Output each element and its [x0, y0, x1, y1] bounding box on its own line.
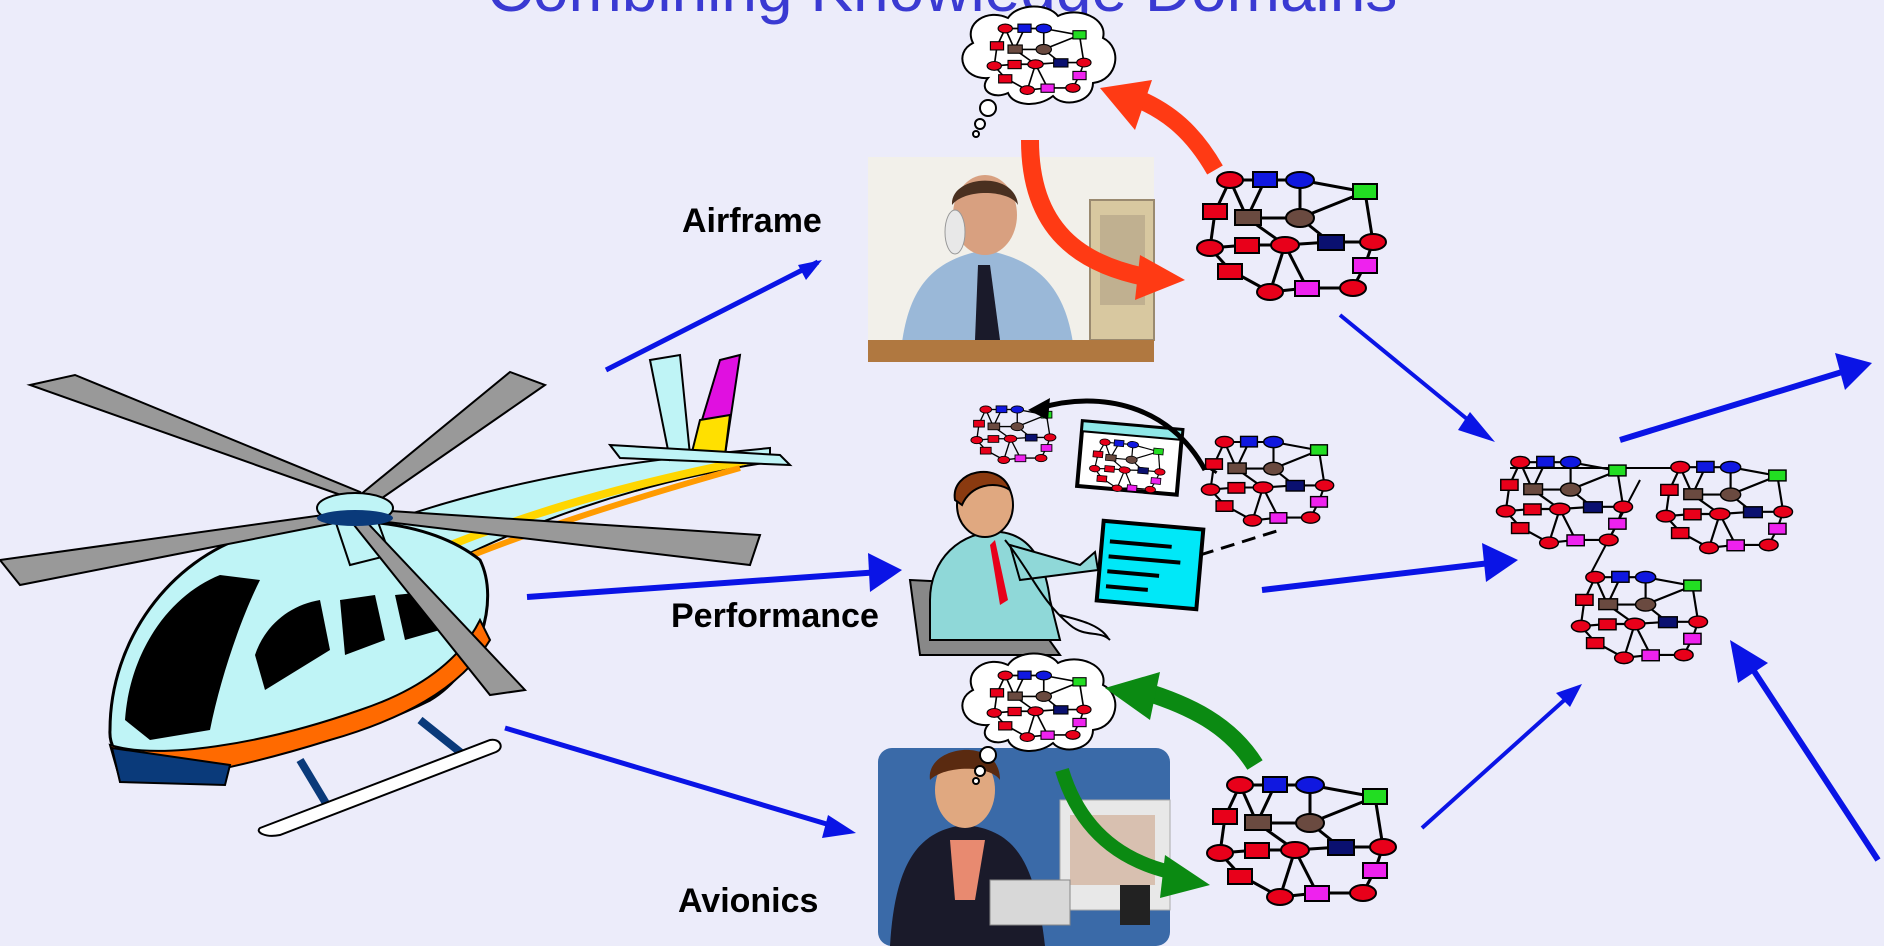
- arrow-avionics-to-combined: [1420, 684, 1582, 830]
- avionics-knowledge-graph: [1205, 775, 1398, 907]
- arrow-to-avionics: [504, 725, 856, 838]
- green-arrowhead-up: [1105, 672, 1160, 720]
- black-arrowhead: [1028, 398, 1050, 420]
- performance-knowledge-graph: [1200, 435, 1335, 528]
- airframe-knowledge-graph: [1195, 170, 1388, 302]
- red-arrow-down: [1021, 139, 1152, 287]
- label-performance: Performance: [671, 597, 879, 635]
- black-arrow: [1039, 398, 1208, 472]
- thought-bubble-icon-airframe: [962, 6, 1115, 137]
- red-arrowhead-up: [1100, 80, 1152, 130]
- arrow-combined-out: [1619, 353, 1872, 443]
- helicopter-illustration: [0, 353, 793, 837]
- combined-knowledge-graph: [1495, 455, 1794, 665]
- red-arrowhead-down: [1135, 255, 1185, 300]
- arrow-to-performance: [526, 553, 902, 600]
- green-arrow-up: [1137, 681, 1263, 770]
- label-avionics: Avionics: [678, 882, 819, 920]
- engineer-at-computer-clipart: [908, 419, 1281, 656]
- slide-title: Combining Knowledge Domains: [0, 0, 1884, 26]
- green-arrow-down: [1055, 767, 1172, 879]
- label-airframe: Airframe: [682, 202, 822, 240]
- arrow-performance-to-combined: [1261, 543, 1518, 593]
- green-arrowhead-down: [1160, 855, 1210, 898]
- arrow-to-airframe: [604, 259, 822, 373]
- arrow-into-combined-from-bottom-right: [1730, 640, 1881, 862]
- arrow-airframe-to-combined: [1338, 313, 1495, 442]
